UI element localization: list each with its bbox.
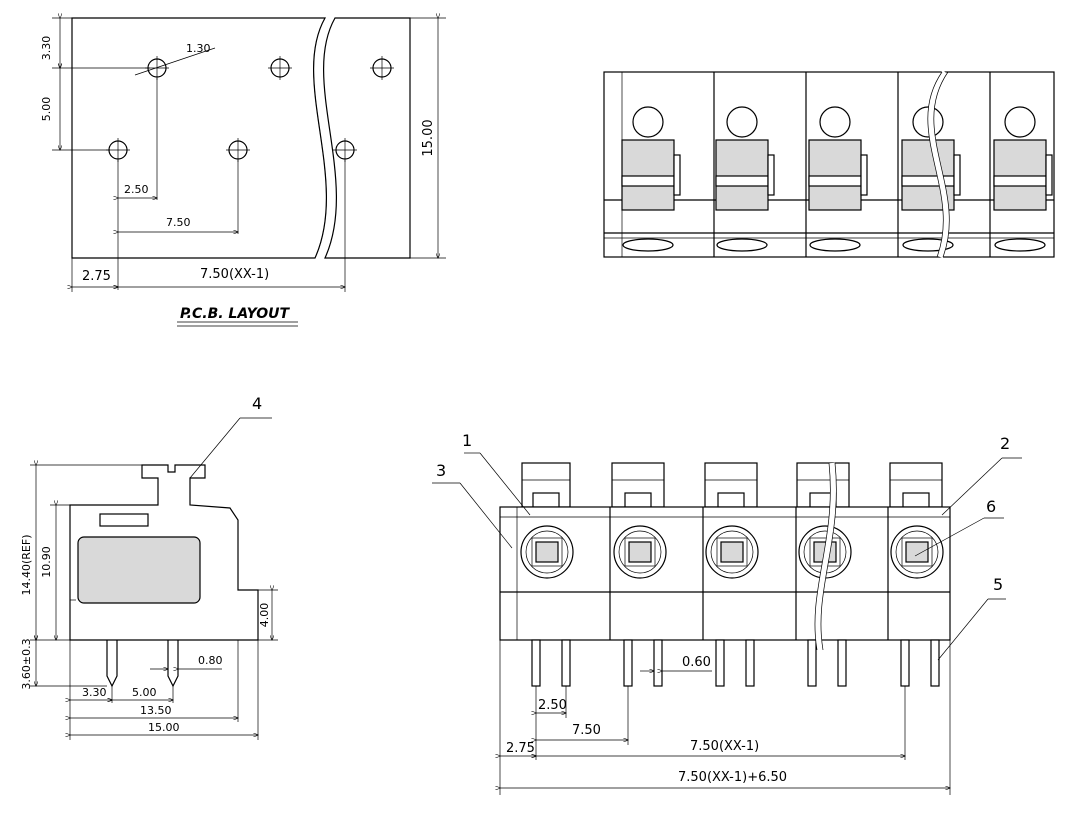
leader-1-30 [134, 47, 216, 76]
lever-tab [889, 462, 943, 508]
dim-0-80: 0.80 [198, 654, 223, 667]
dim-3-30-side: 3.30 [82, 686, 107, 699]
dim-15-00: 15.00 [421, 119, 436, 156]
dim-7-50-xx: 7.50(XX-1) [200, 267, 269, 282]
pcb-layout-view: 3.30 5.00 1.30 2.50 7.50 15.00 2.75 7.50… [40, 17, 446, 327]
dim-2-75-front: 2.75 [506, 741, 535, 756]
dim-10-90: 10.90 [40, 546, 53, 578]
dim-7-50-front: 7.50 [572, 723, 601, 738]
side-view-body [69, 464, 259, 641]
top-view-pole [715, 72, 807, 257]
dim-5-00: 5.00 [40, 97, 53, 122]
top-view-pole [808, 72, 899, 257]
front-view: 1 3 2 6 5 0.60 2.50 7.50 2.75 7.50(XX-1)… [432, 431, 1022, 795]
wire-entry [520, 525, 574, 579]
top-view [603, 70, 1055, 259]
callout-2: 2 [1000, 434, 1010, 453]
top-view-break-line [927, 70, 950, 259]
dim-7-50-xx-front: 7.50(XX-1) [690, 739, 759, 754]
pcb-hole [333, 138, 357, 162]
dim-7-50: 7.50 [166, 216, 191, 229]
callout-4: 4 [252, 394, 262, 413]
side-view-pin [106, 640, 118, 688]
pcb-hole [268, 56, 292, 80]
side-view: 4 14.40(REF) 10.90 3.60±0.3 4.00 0.80 3.… [20, 394, 278, 740]
side-view-pin [167, 640, 179, 688]
lever-tab [521, 462, 571, 508]
dim-15-00-side: 15.00 [148, 721, 180, 734]
dim-2-75: 2.75 [82, 269, 111, 284]
dim-2-50-front: 2.50 [538, 698, 567, 713]
pcb-hole [226, 138, 250, 162]
dim-2-50: 2.50 [124, 183, 149, 196]
top-view-pole [901, 72, 991, 257]
front-break-line [814, 462, 837, 651]
dim-4-00: 4.00 [258, 603, 271, 628]
dim-14-40-ref: 14.40(REF) [20, 535, 33, 596]
wire-entry [613, 525, 667, 579]
wire-entry [890, 525, 944, 579]
dim-13-50: 13.50 [140, 704, 172, 717]
callout-1: 1 [462, 431, 472, 450]
dim-3-60: 3.60±0.3 [20, 638, 33, 689]
lever-tab [611, 462, 665, 508]
pcb-layout-title: P.C.B. LAYOUT [180, 306, 290, 322]
dim-5-00-side: 5.00 [132, 686, 157, 699]
dim-7-50-xx-plus-6-50: 7.50(XX-1)+6.50 [678, 770, 787, 785]
break-line [313, 17, 327, 259]
dim-0-60: 0.60 [682, 655, 711, 670]
wire-entry [705, 525, 759, 579]
front-body [499, 506, 951, 641]
dim-1-30: 1.30 [186, 42, 211, 55]
dim-3-30: 3.30 [40, 36, 53, 61]
front-pins [531, 639, 940, 687]
lever-tab [704, 462, 758, 508]
pcb-hole [370, 56, 394, 80]
lever-tab [796, 462, 850, 508]
pcb-outline-right [322, 17, 411, 259]
callout-6: 6 [986, 497, 996, 516]
callout-5: 5 [993, 575, 1003, 594]
top-view-pole [621, 72, 715, 257]
top-view-pole [993, 106, 1053, 252]
callout-3: 3 [436, 461, 446, 480]
